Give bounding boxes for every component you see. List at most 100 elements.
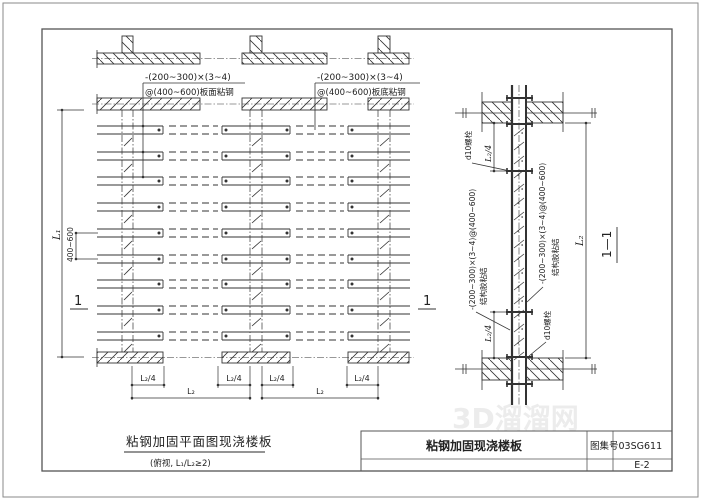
bolt-dot: [224, 128, 228, 132]
dim-quarter-top-label: L₂/4: [484, 145, 494, 163]
beam-hatch: [251, 214, 262, 224]
inner-frame: [41, 28, 673, 472]
dimension-tick: [60, 108, 64, 112]
bolt-dot: [157, 231, 161, 235]
bolt-dot: [157, 179, 161, 183]
beam-hatch: [123, 291, 133, 301]
bolt-leader: [528, 341, 547, 357]
bolt-dot: [350, 179, 354, 183]
beam-hatch: [379, 214, 390, 224]
title-block-atlas-number: 图集号03SG611: [590, 440, 662, 452]
plate-label-top-right-line1: -(200~300)×(3~4): [317, 73, 403, 83]
beam-hatch: [379, 188, 390, 198]
bolt-dot: [350, 128, 354, 132]
slab-aggregate: [517, 342, 519, 344]
dimension-tick: [492, 356, 496, 360]
slab-aggregate: [517, 146, 519, 148]
bolt-dot: [350, 205, 354, 209]
beam-hatch: [123, 163, 133, 173]
dimension-tick: [248, 383, 252, 387]
column-stub: [121, 35, 134, 54]
beam-hatch: [123, 188, 133, 198]
dimension-tick: [492, 310, 496, 314]
slab-hatch: [513, 267, 525, 277]
bolt-dot: [350, 231, 354, 235]
slab-aggregate: [521, 328, 523, 330]
dimension-tick: [162, 383, 166, 387]
beam-hatch: [379, 240, 390, 250]
dimension-tick: [492, 121, 496, 125]
plate-label-left: -(200~300)×(3~4)@(400~600): [468, 189, 477, 310]
plan-title: 粘钢加固平面图现浇楼板: [126, 434, 272, 449]
dimension-tick: [376, 383, 380, 387]
bolt-dot: [285, 334, 289, 338]
bolt-dot: [350, 257, 354, 261]
title-block-frame: [360, 430, 673, 472]
beam-hatch: [123, 343, 133, 353]
section-view-geometry: [455, 85, 597, 405]
bolt-dot: [224, 257, 228, 261]
title-block-page-number: E-2: [634, 460, 649, 471]
beam-hatch: [379, 137, 390, 147]
beam-hatch: [251, 137, 262, 147]
slab-aggregate: [521, 300, 523, 302]
plan-view-geometry: [57, 35, 436, 400]
dimension-tick: [74, 231, 78, 235]
bolt-dot: [350, 334, 354, 338]
leader-dot: [141, 175, 145, 179]
dimension-tick: [60, 355, 64, 359]
bolt-dot: [224, 231, 228, 235]
beam-hatch: [123, 240, 133, 250]
bolt-dot: [224, 205, 228, 209]
bolt-dot: [157, 205, 161, 209]
adhesive-label-right: 结构胶粘结: [550, 238, 560, 276]
bolt-label-bottom: d10螺栓: [542, 310, 552, 340]
bolt-dot: [157, 334, 161, 338]
bolt-dot: [350, 282, 354, 286]
bolt-dot: [224, 154, 228, 158]
bolt-dot: [224, 334, 228, 338]
bolt-dot: [285, 282, 289, 286]
bolt-dot: [224, 179, 228, 183]
bolt-dot: [157, 282, 161, 286]
slab-hatch: [513, 225, 525, 235]
dimension-tick: [260, 383, 264, 387]
dimension-tick: [376, 396, 380, 400]
bolt-dot: [157, 257, 161, 261]
slab-hatch: [513, 141, 525, 151]
plan-view-labels: -(200~300)×(3~4) @(400~600)板面粘钢 -(200~30…: [52, 73, 431, 469]
beam-hatch: [251, 266, 262, 276]
bolt-leader: [471, 162, 511, 172]
plate-label-right: -(200~300)×(3~4)@(400~600): [538, 163, 547, 284]
slab-aggregate: [517, 202, 519, 204]
bolt-dot: [350, 154, 354, 158]
beam-hatch: [123, 266, 133, 276]
dimension-tick: [260, 396, 264, 400]
bolt-dot: [157, 128, 161, 132]
plan-subtitle: (俯视, L₁/L₂≥2): [150, 458, 211, 469]
plate-leader: [475, 311, 511, 331]
dimension-tick: [584, 121, 588, 125]
adhesive-label-left: 结构胶粘结: [478, 267, 488, 305]
beam-hatch: [251, 240, 262, 250]
dim-quarter-bottom-label: L₂/4: [484, 325, 494, 343]
slab-aggregate: [517, 286, 519, 288]
slab-aggregate: [521, 244, 523, 246]
section-mark-left: 1: [74, 294, 82, 309]
plate-leader: [526, 286, 544, 303]
bolt-dot: [285, 308, 289, 312]
slab-aggregate: [521, 216, 523, 218]
bolt-dot: [285, 179, 289, 183]
beam-hatch: [123, 137, 133, 147]
dimension-tick: [130, 396, 134, 400]
leader-dot: [141, 150, 145, 154]
bolt-dot: [285, 154, 289, 158]
title-block-title: 粘钢加固现浇楼板: [426, 438, 523, 453]
beam-hatch: [379, 163, 390, 173]
beam-hatch: [379, 343, 390, 353]
section-mark-right: 1: [423, 294, 431, 309]
dim-quarter-2: L₂/4: [226, 374, 241, 383]
dimension-tick: [216, 383, 220, 387]
dimension-tick: [492, 169, 496, 173]
dimension-tick: [248, 396, 252, 400]
